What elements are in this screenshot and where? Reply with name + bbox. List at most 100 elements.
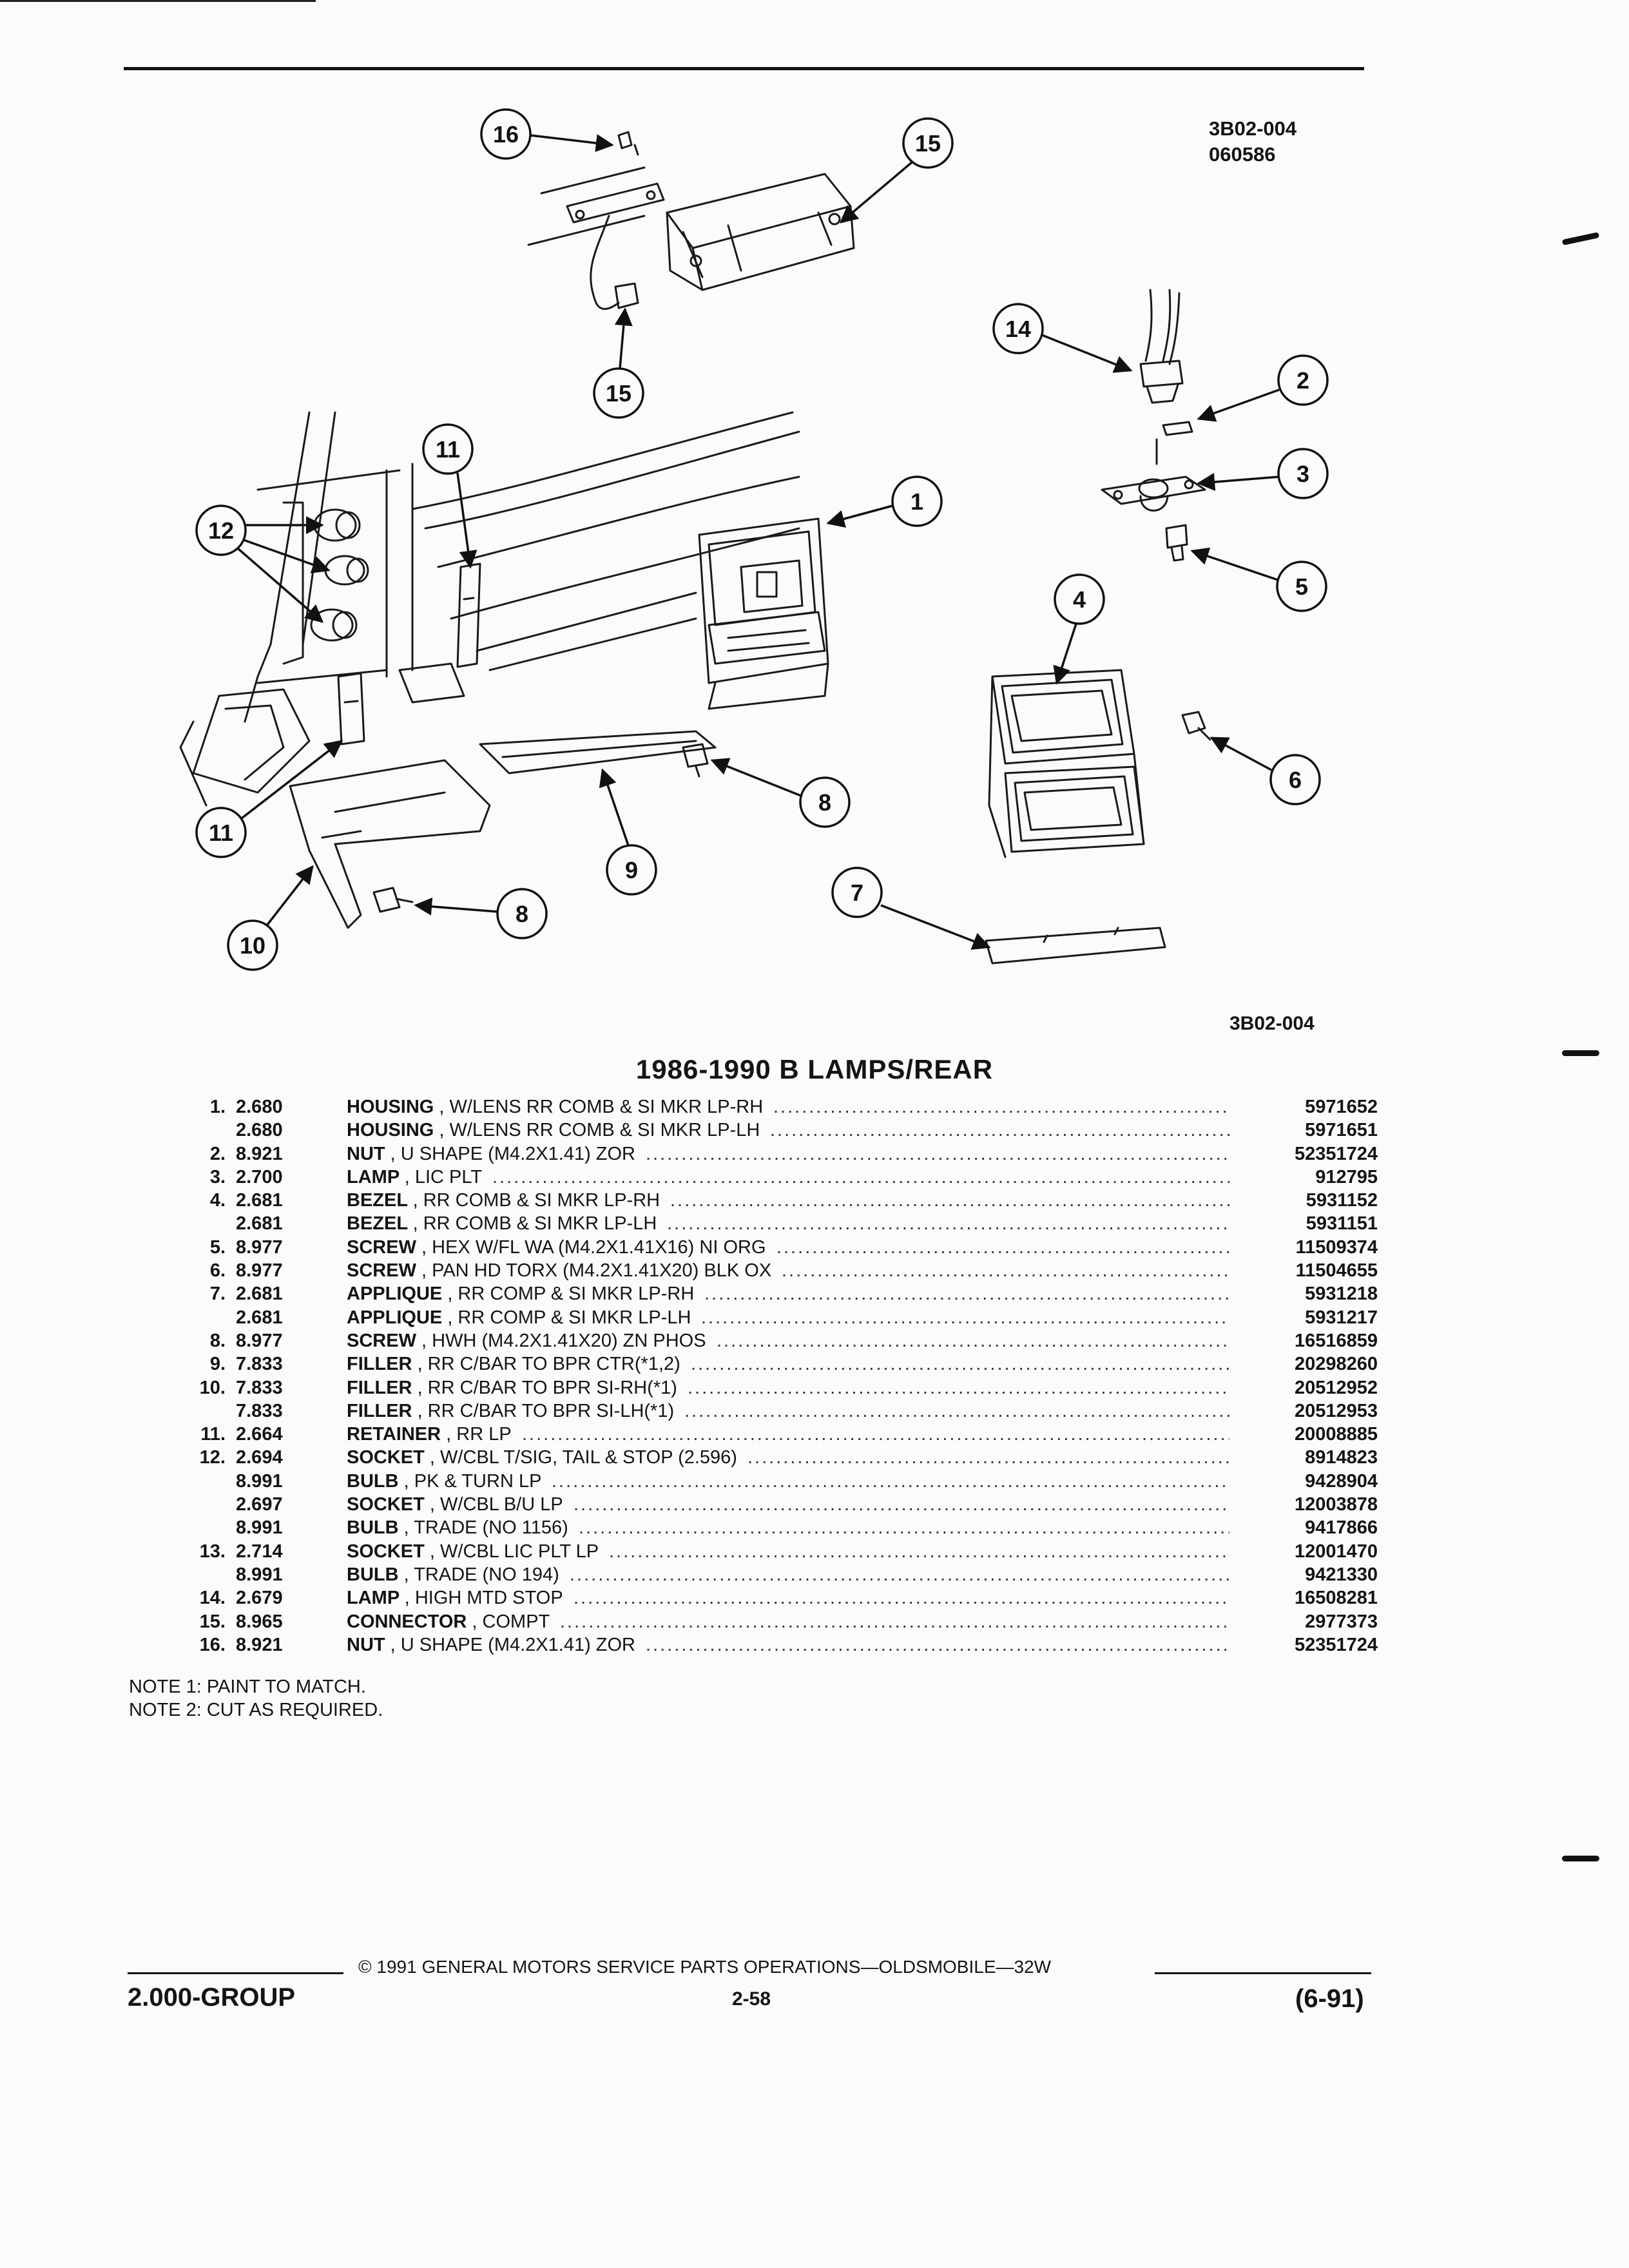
- screw-8b-drawing: [372, 887, 414, 913]
- part-spec: , HEX W/FL WA (M4.2X1.41X16) NI ORG: [421, 1236, 766, 1258]
- dot-leader: ........................................…: [704, 1283, 1229, 1305]
- callout-14: 15: [915, 130, 941, 157]
- part-spec: , U SHAPE (M4.2X1.41) ZOR: [390, 1143, 635, 1164]
- part-name: APPLIQUE: [347, 1307, 443, 1328]
- part-spec: , RR COMP & SI MKR LP-LH: [447, 1307, 691, 1328]
- dot-leader: ........................................…: [782, 1260, 1229, 1282]
- callout-8b: 8: [516, 901, 528, 927]
- part-spec: , RR C/BAR TO BPR SI-LH(*1): [417, 1400, 675, 1421]
- dot-leader: ........................................…: [579, 1517, 1229, 1539]
- part-number: 11504655: [1295, 1260, 1378, 1282]
- part-spec: , TRADE (NO 194): [403, 1564, 559, 1585]
- dot-leader: ........................................…: [574, 1494, 1229, 1515]
- part-description: FILLER , RR C/BAR TO BPR SI-RH(*1): [347, 1376, 677, 1399]
- item-number: 10.: [199, 1377, 226, 1398]
- part-description: RETAINER , RR LP: [347, 1423, 512, 1446]
- item-number: 6.: [209, 1260, 226, 1282]
- part-number: 12001470: [1294, 1541, 1378, 1562]
- part-spec: , U SHAPE (M4.2X1.41) ZOR: [390, 1634, 635, 1655]
- applique-drawing: [985, 927, 1166, 965]
- part-spec: , HIGH MTD STOP: [404, 1588, 563, 1609]
- parts-row: 6. 8.977 SCREW , PAN HD TORX (M4.2X1.41X20…: [173, 1259, 1378, 1282]
- part-spec: , HWH (M4.2X1.41X20) ZN PHOS: [421, 1330, 706, 1351]
- part-name: FILLER: [347, 1354, 412, 1375]
- part-name: HOUSING: [347, 1120, 434, 1141]
- dot-leader: ........................................…: [773, 1097, 1229, 1117]
- part-name: BEZEL: [347, 1190, 408, 1211]
- part-description: SCREW , PAN HD TORX (M4.2X1.41X20) BLK O…: [347, 1259, 771, 1282]
- part-description: BEZEL , RR COMB & SI MKR LP-LH: [347, 1212, 657, 1235]
- part-number: 9417866: [1305, 1517, 1378, 1539]
- part-spec: , RR COMB & SI MKR LP-RH: [412, 1190, 660, 1211]
- callout-7: 7: [851, 879, 863, 906]
- group-number: 8.977: [236, 1260, 283, 1282]
- figure-id-block: 3B02-004 060586: [1209, 116, 1296, 168]
- group-label: 2.000-GROUP: [128, 1983, 296, 2012]
- item-number: 11.: [200, 1424, 226, 1445]
- part-description: NUT , U SHAPE (M4.2X1.41) ZOR: [347, 1142, 635, 1166]
- sockets-drawing: [282, 501, 369, 665]
- item-number: 8.: [209, 1330, 226, 1351]
- part-number: 5971651: [1305, 1120, 1378, 1141]
- part-description: SOCKET , W/CBL B/U LP: [347, 1493, 563, 1516]
- item-number: 9.: [209, 1354, 226, 1375]
- callout-12: 12: [208, 517, 234, 544]
- car-body-drawing: [179, 411, 800, 807]
- part-number: 52351724: [1294, 1143, 1378, 1164]
- part-name: SOCKET: [347, 1541, 425, 1562]
- housing-drawing: [698, 517, 829, 710]
- callout-1: 1: [911, 488, 923, 515]
- dot-leader: ........................................…: [522, 1424, 1229, 1445]
- copyright-line: © 1991 GENERAL MOTORS SERVICE PARTS OPER…: [358, 1957, 1052, 1977]
- figure-id: 3B02-004: [1209, 117, 1297, 140]
- item-number: 13.: [199, 1541, 226, 1562]
- dot-leader: ........................................…: [609, 1541, 1229, 1562]
- item-number: 15.: [199, 1611, 226, 1632]
- part-description: SOCKET , W/CBL LIC PLT LP: [347, 1540, 599, 1563]
- part-name: HOUSING: [347, 1097, 434, 1117]
- license-lamp-drawing: [1101, 289, 1206, 512]
- dot-leader: ........................................…: [670, 1190, 1229, 1211]
- part-name: BEZEL: [347, 1213, 408, 1235]
- part-number: 5931151: [1306, 1213, 1378, 1235]
- callout-9: 9: [625, 857, 638, 883]
- group-number: 2.694: [236, 1447, 283, 1468]
- part-number: 16508281: [1294, 1588, 1378, 1609]
- group-number: 2.681: [236, 1213, 283, 1235]
- dot-leader: ........................................…: [684, 1400, 1229, 1421]
- parts-row: 10. 7.833 FILLER , RR C/BAR TO BPR SI-RH(*…: [173, 1376, 1378, 1399]
- dot-leader: ........................................…: [492, 1166, 1229, 1187]
- part-spec: , RR C/BAR TO BPR SI-RH(*1): [417, 1377, 677, 1398]
- dot-leader: ........................................…: [770, 1120, 1229, 1141]
- part-spec: , RR LP: [446, 1424, 512, 1445]
- part-description: HOUSING , W/LENS RR COMB & SI MKR LP-LH: [347, 1119, 760, 1142]
- page-number: 2-58: [732, 1988, 771, 2010]
- callout-8a: 8: [818, 789, 831, 816]
- group-number: 2.679: [236, 1588, 283, 1609]
- part-spec: , W/CBL LIC PLT LP: [429, 1541, 599, 1562]
- part-number: 5931217: [1305, 1307, 1378, 1328]
- part-name: SOCKET: [347, 1494, 425, 1515]
- part-spec: , LIC PLT: [404, 1166, 483, 1187]
- page-edge-mark: [0, 0, 316, 2]
- screw-5-drawing: [1165, 524, 1188, 562]
- group-number: 2.681: [236, 1190, 283, 1211]
- group-number: 7.833: [236, 1377, 283, 1398]
- part-number: 5971652: [1305, 1097, 1378, 1117]
- part-description: LAMP , LIC PLT: [347, 1166, 482, 1189]
- part-description: BULB , TRADE (NO 1156): [347, 1516, 568, 1539]
- part-name: BULB: [347, 1517, 399, 1539]
